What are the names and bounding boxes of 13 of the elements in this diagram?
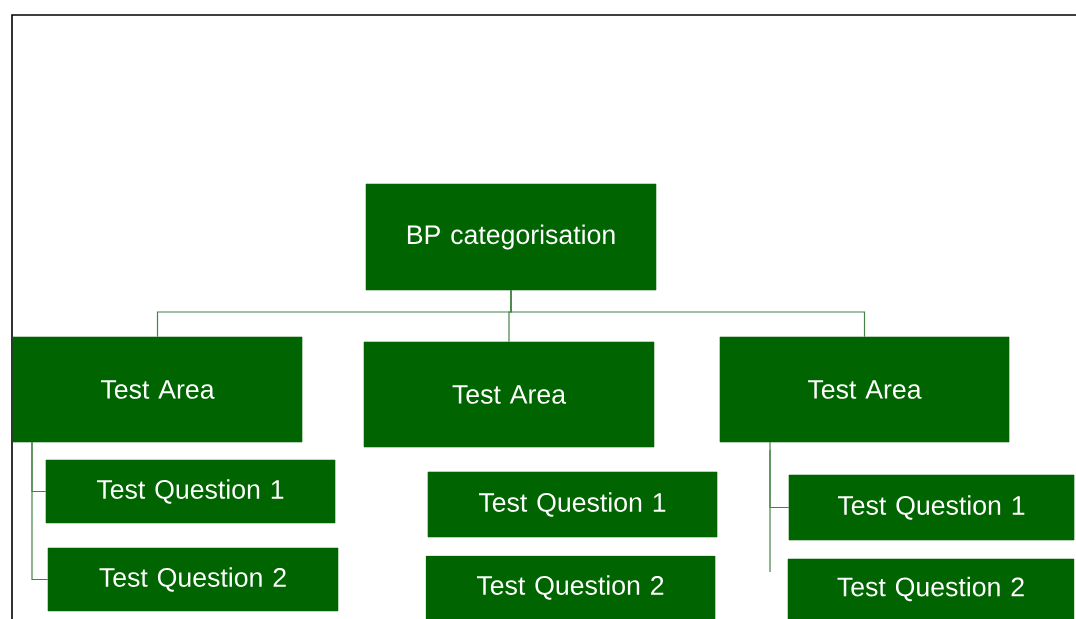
connector-line — [510, 289, 866, 338]
connector-line — [31, 441, 49, 581]
question-box: Test Question 1 — [45, 459, 336, 524]
question-box: Test Question 2 — [47, 547, 339, 612]
area-box: Test Area — [719, 336, 1010, 443]
question-box: Test Question 1 — [427, 471, 718, 538]
question-box: Test Question 1 — [788, 474, 1075, 541]
question-box: Test Question 2 — [425, 555, 716, 619]
question-box: Test Question 2 — [787, 558, 1075, 619]
area-box: Test Area — [363, 341, 655, 448]
connector-line — [769, 441, 790, 509]
root-box: BP categorisation — [365, 183, 657, 291]
area-box: Test Area — [12, 336, 303, 443]
